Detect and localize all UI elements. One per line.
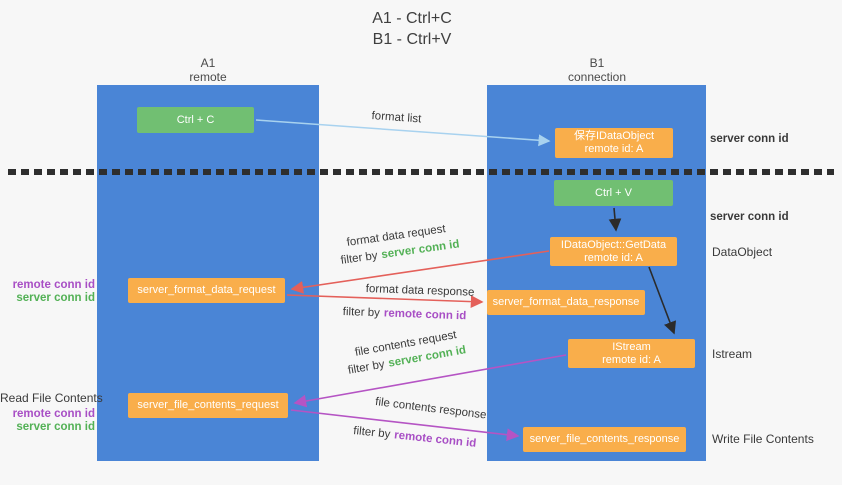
getdata-line1: IDataObject::GetData (560, 239, 667, 251)
conn-id-block-file: remote conn id server conn id (0, 408, 95, 434)
save-idataobject-line2: remote id: A (584, 143, 644, 155)
title-line-2: B1 - Ctrl+V (372, 31, 452, 48)
filter-by-text: filter by (352, 425, 391, 441)
dataobject-side-label: DataObject (712, 245, 773, 259)
read-file-contents-label: Read File Contents (0, 391, 103, 405)
server-format-data-request-box: server_format_data_request (128, 278, 285, 303)
lifeline-a1-id: A1 (200, 56, 216, 70)
file-contents-response-label: file contents response (374, 396, 488, 422)
istream-line2: remote id: A (602, 354, 661, 366)
ctrl-c-action-box: Ctrl + C (137, 107, 254, 133)
format-list-label: format list (371, 110, 422, 126)
remote-conn-id-text: remote conn id (393, 429, 477, 450)
server-conn-id-side-1: server conn id (16, 292, 95, 304)
server-file-contents-response-box: server_file_contents_response (523, 427, 686, 452)
diagram-title: A1 - Ctrl+C B1 - Ctrl+V (0, 8, 824, 50)
server-conn-id-side-top: server conn id (710, 133, 789, 145)
idataobject-getdata-box: IDataObject::GetData remote id: A (550, 237, 677, 266)
server-conn-id-side-2: server conn id (16, 421, 95, 433)
istream-box: IStream remote id: A (568, 339, 695, 368)
conn-id-block-format: remote conn id server conn id (0, 279, 95, 305)
istream-side-label: Istream (712, 347, 753, 361)
server-conn-id-side-mid: server conn id (710, 211, 789, 223)
phase-separator-dashed-line (8, 169, 834, 175)
format-data-response-label: format data response (365, 283, 475, 299)
server-format-data-response-box: server_format_data_response (487, 290, 645, 315)
remote-conn-id-text: remote conn id (383, 307, 467, 323)
title-line-1: A1 - Ctrl+C (372, 10, 452, 27)
lifeline-a1-role: remote (189, 70, 227, 84)
server-file-contents-request-box: server_file_contents_request (128, 393, 288, 418)
remote-conn-id-side-2: remote conn id (12, 408, 95, 420)
istream-line1: IStream (612, 341, 651, 353)
write-file-contents-label: Write File Contents (712, 432, 814, 446)
getdata-line2: remote id: A (584, 252, 643, 264)
filter-by-text: filter by (342, 306, 381, 320)
save-idataobject-box: 保存IDataObject remote id: A (555, 128, 673, 158)
lifeline-b1-id: B1 (589, 56, 605, 70)
lifeline-header-b1: B1 connection (547, 56, 647, 84)
filter-by-text: filter by (340, 249, 379, 267)
lifeline-b1-role: connection (567, 70, 627, 84)
remote-conn-id-side-1: remote conn id (12, 279, 95, 291)
lifeline-header-a1: A1 remote (158, 56, 258, 84)
filter-by-text: filter by (347, 358, 386, 377)
save-idataobject-line1: 保存IDataObject (573, 130, 655, 142)
ctrl-v-action-box: Ctrl + V (554, 180, 673, 206)
